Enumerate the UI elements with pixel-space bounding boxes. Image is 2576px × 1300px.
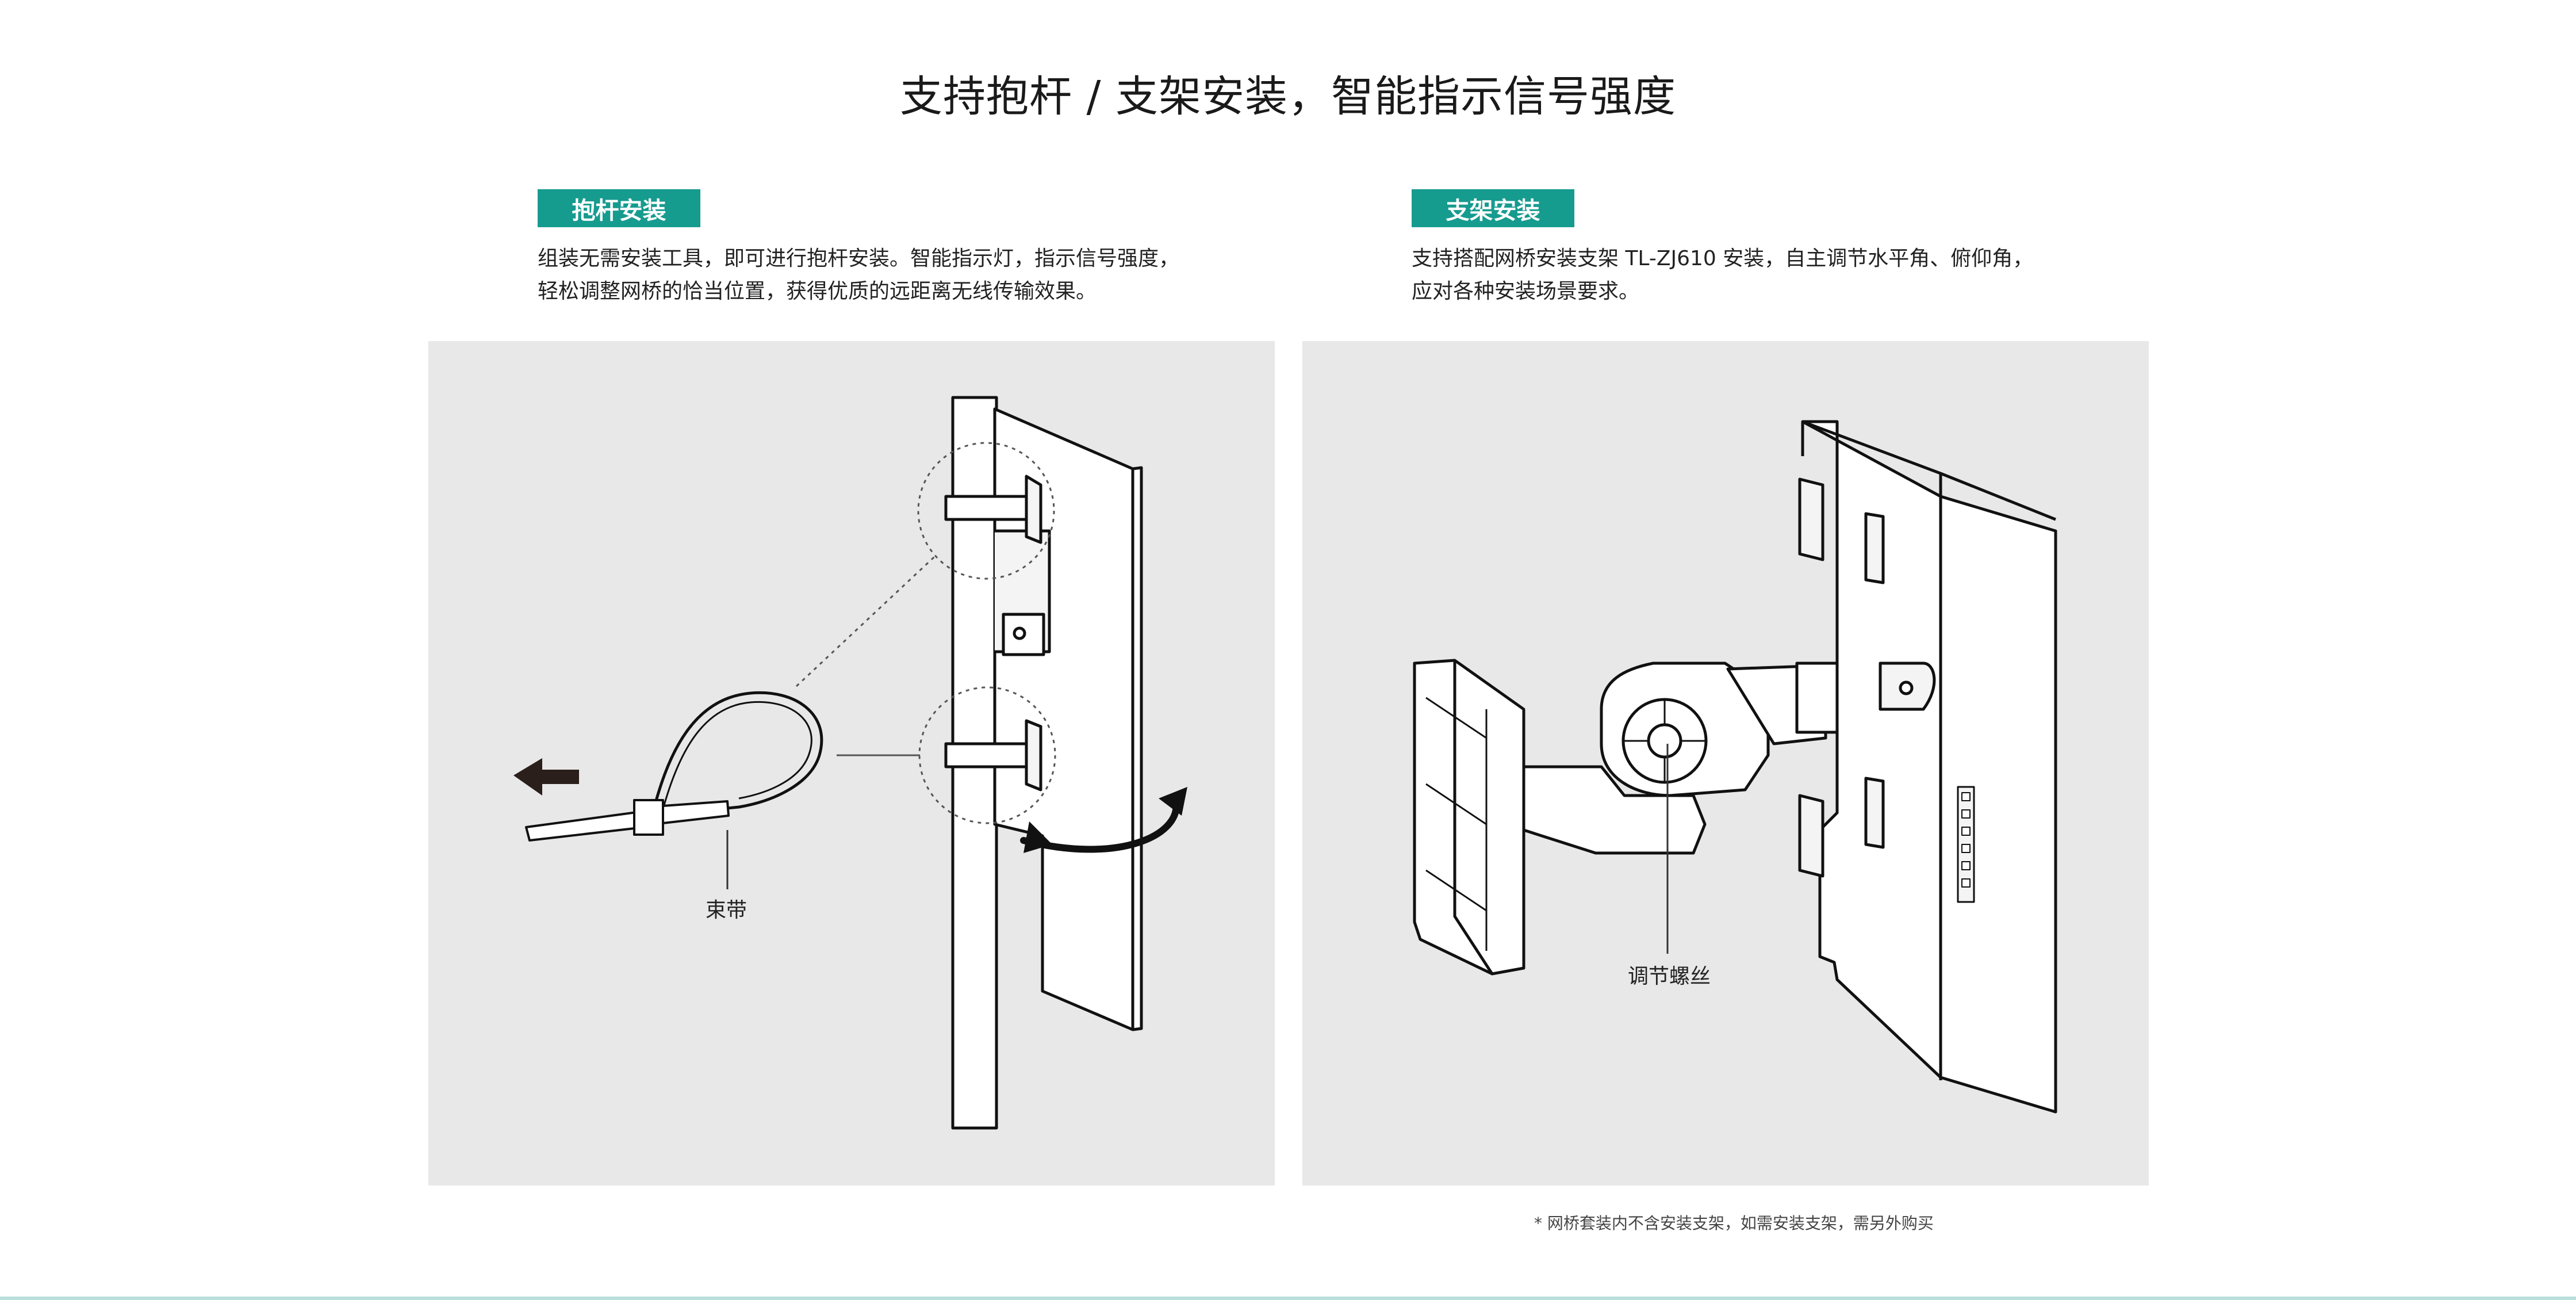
- pole-mount-desc-line-2: 轻松调整网桥的恰当位置，获得优质的远距离无线传输效果。: [538, 280, 1097, 303]
- bottom-divider: [0, 1297, 2576, 1300]
- upper-strap-shape: [944, 495, 1033, 521]
- bracket-mount-illustration-panel: 调节螺丝: [1302, 341, 2149, 1186]
- pole-mount-description: 组装无需安装工具，即可进行抱杆安装。智能指示灯，指示信号强度， 轻松调整网桥的恰…: [538, 242, 1179, 308]
- bracket-mount-illustration: [1413, 420, 2057, 1114]
- wall-plate-shape: [1413, 659, 1525, 976]
- bracket-mount-tag: 支架安装: [1412, 189, 1574, 227]
- bridge-device-right-shape: [1801, 420, 2057, 1114]
- bracket-mount-description: 支持搭配网桥安装支架 TL-ZJ610 安装，自主调节水平角、俯仰角， 应对各种…: [1412, 242, 2033, 308]
- pole-mount-illustration: [513, 396, 1187, 1130]
- cable-tie-shape: [525, 691, 823, 842]
- bracket-mount-desc-line-2: 应对各种安装场景要求。: [1412, 280, 1640, 303]
- pull-arrow-shape: [513, 758, 579, 796]
- adjust-screw-callout: 调节螺丝: [1628, 965, 1711, 988]
- pole-mount-tag: 抱杆安装: [538, 189, 700, 227]
- pole-mount-illustration-panel: 束带: [428, 341, 1275, 1186]
- cable-tie-callout: 束带: [706, 898, 747, 922]
- page-title: 支持抱杆 / 支架安装，智能指示信号强度: [900, 72, 1676, 121]
- bracket-arm-shape: [1522, 765, 1707, 855]
- lower-strap-shape: [944, 742, 1033, 768]
- footnote: * 网桥套装内不含安装支架，如需安装支架，需另外购买: [1534, 1214, 1934, 1233]
- pole-mount-desc-line-1: 组装无需安装工具，即可进行抱杆安装。智能指示灯，指示信号强度，: [538, 247, 1180, 270]
- bracket-mount-desc-line-1: 支持搭配网桥安装支架 TL-ZJ610 安装，自主调节水平角、俯仰角，: [1412, 247, 2034, 270]
